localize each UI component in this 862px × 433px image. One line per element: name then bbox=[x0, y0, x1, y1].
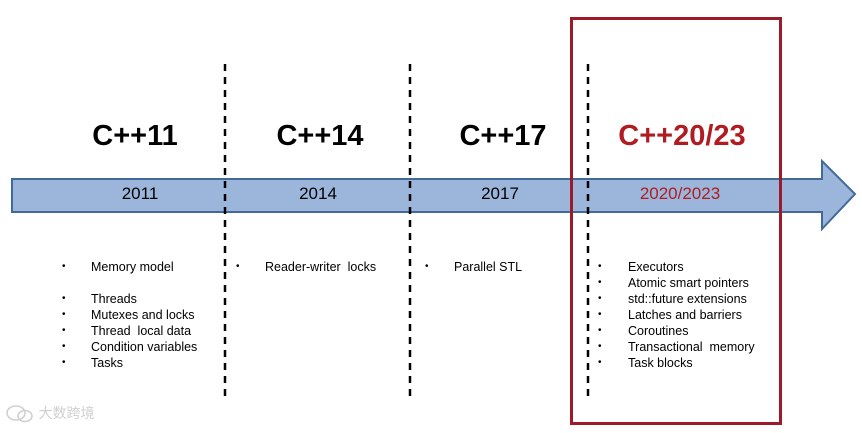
list-item: •Latches and barriers bbox=[598, 308, 742, 322]
bullet-icon: • bbox=[598, 277, 602, 288]
feature-list-cpp20: •Executors •Atomic smart pointers •std::… bbox=[598, 259, 755, 371]
bullet-icon: • bbox=[62, 309, 66, 320]
list-item: •Condition variables bbox=[62, 340, 198, 354]
timeline-arrow bbox=[11, 158, 857, 232]
list-item: •Tasks bbox=[62, 356, 123, 370]
feature-list-cpp14: •Reader-writer locks bbox=[236, 259, 376, 275]
list-item: •Parallel STL bbox=[425, 260, 523, 274]
bullet-icon: • bbox=[62, 341, 66, 352]
wechat-logo-icon bbox=[6, 405, 33, 423]
heading-cpp14: C++14 bbox=[276, 120, 364, 152]
heading-cpp20: C++20/23 bbox=[618, 120, 746, 152]
list-item: •Task blocks bbox=[598, 356, 693, 370]
list-item: •Transactional memory bbox=[598, 340, 755, 354]
bullet-icon: • bbox=[598, 341, 602, 352]
feature-list-cpp17: •Parallel STL bbox=[425, 259, 522, 275]
list-item: •Thread local data bbox=[62, 324, 192, 338]
feature-list-cpp11: •Memory model •Threads •Mutexes and lock… bbox=[62, 259, 197, 371]
list-item: •Mutexes and locks bbox=[62, 308, 195, 322]
list-item: •Reader-writer locks bbox=[236, 260, 377, 274]
bullet-icon: • bbox=[62, 325, 66, 336]
list-item: •Atomic smart pointers bbox=[598, 276, 749, 290]
bullet-icon: • bbox=[62, 261, 66, 272]
list-item: •Coroutines bbox=[598, 324, 689, 338]
year-2011: 2011 bbox=[121, 184, 159, 203]
list-item: •Threads bbox=[62, 292, 137, 306]
heading-cpp17: C++17 bbox=[459, 120, 547, 152]
bullet-icon: • bbox=[598, 261, 602, 272]
list-item: •Memory model bbox=[62, 260, 174, 274]
bullet-icon: • bbox=[236, 261, 240, 272]
year-2020-2023: 2020/2023 bbox=[639, 184, 721, 203]
heading-cpp11: C++11 bbox=[92, 120, 178, 152]
bullet-icon: • bbox=[62, 293, 66, 304]
year-2017: 2017 bbox=[481, 184, 519, 203]
list-item: •Executors bbox=[598, 260, 684, 274]
watermark-text: 大数跨境 bbox=[38, 406, 95, 422]
bullet-icon: • bbox=[598, 325, 602, 336]
year-2014: 2014 bbox=[299, 184, 337, 203]
list-item: •std::future extensions bbox=[598, 292, 747, 306]
bullet-icon: • bbox=[598, 357, 602, 368]
highlight-box-cpp20 bbox=[570, 17, 782, 425]
bullet-icon: • bbox=[425, 261, 429, 272]
bullet-icon: • bbox=[598, 293, 602, 304]
bullet-icon: • bbox=[598, 309, 602, 320]
bullet-icon: • bbox=[62, 357, 66, 368]
watermark: 大数跨境 bbox=[6, 402, 94, 426]
